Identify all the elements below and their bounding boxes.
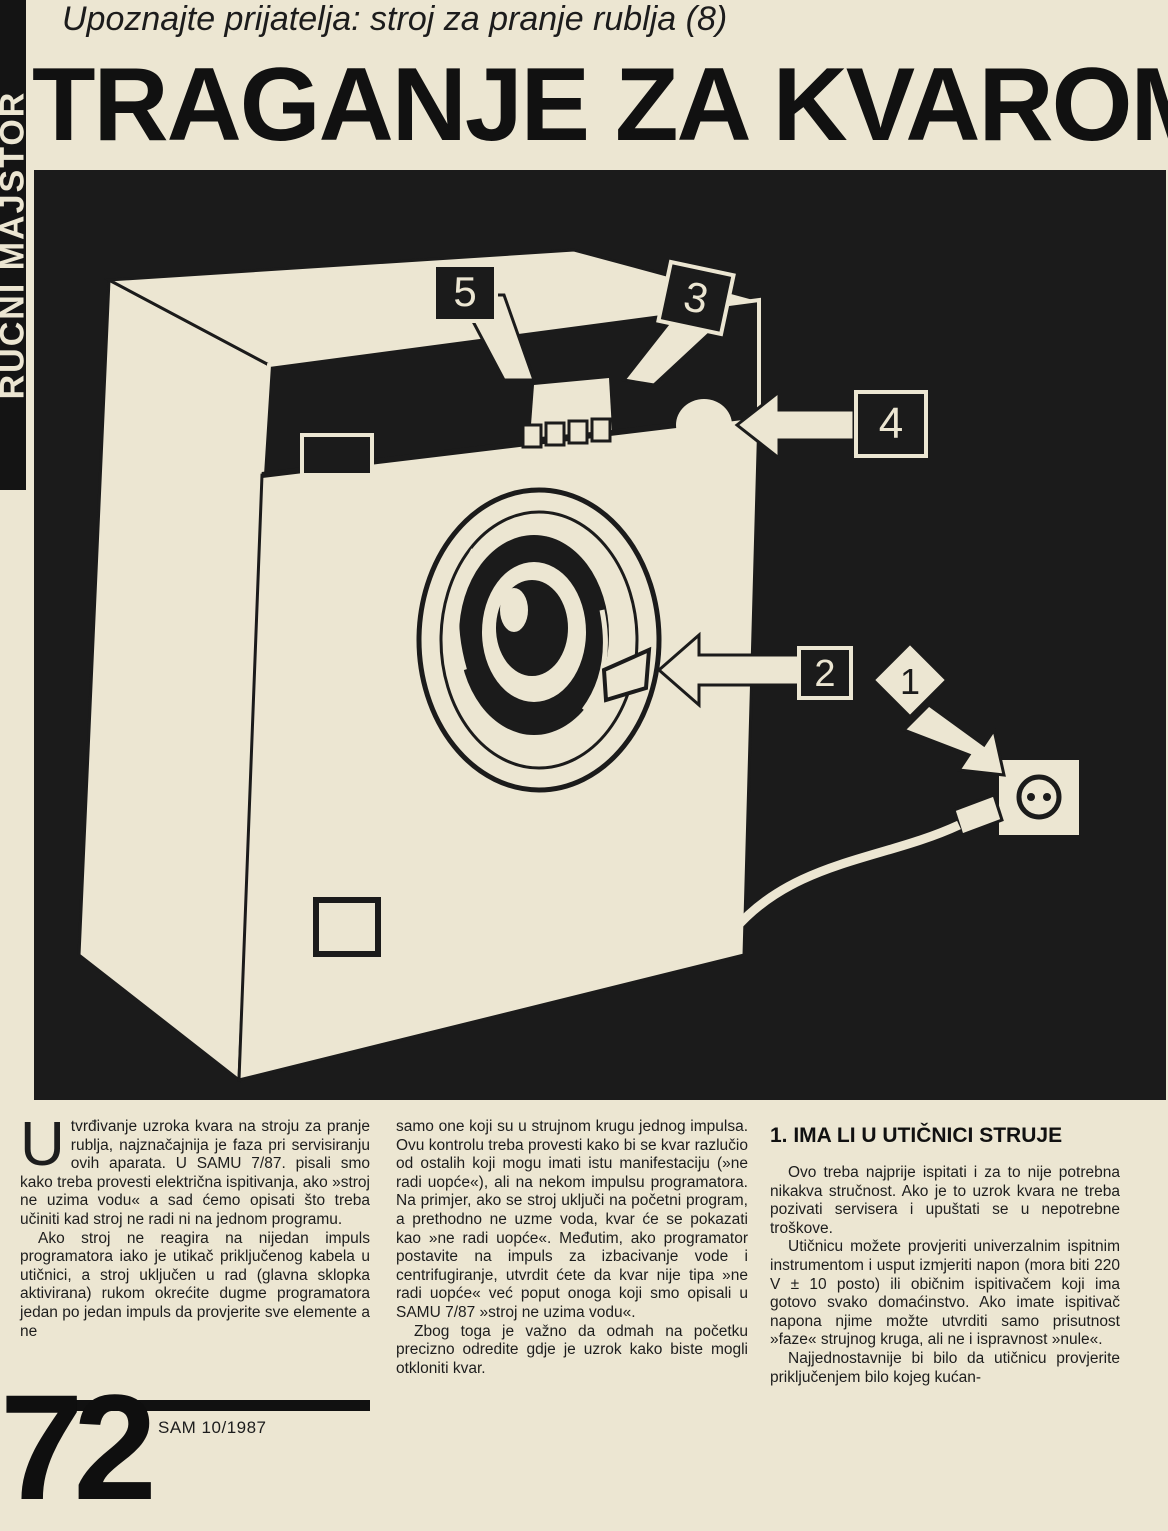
callout-3: 3: [656, 259, 736, 337]
paragraph: Utičnicu možete provjeriti univerzalnim …: [770, 1238, 1120, 1349]
paragraph: samo one koji su u strujnom krugu jednog…: [396, 1118, 748, 1321]
article-column-3: 1. IMA LI U UTIČNICI STRUJE Ovo treba na…: [770, 1124, 1120, 1387]
callout-2-label: 2: [814, 653, 835, 695]
footer-rule: [20, 1400, 370, 1411]
section-heading: 1. IMA LI U UTIČNICI STRUJE: [770, 1124, 1063, 1147]
callout-5: 5: [432, 263, 498, 323]
issue-label: SAM 10/1987: [158, 1418, 267, 1437]
article-headline: TRAGANJE ZA KVAROM: [32, 47, 1168, 163]
filter-hatch: [313, 897, 381, 957]
callout-5-label: 5: [453, 268, 476, 315]
paragraph: Zbog toga je važno da odmah na početku p…: [396, 1322, 748, 1377]
drop-cap: U: [20, 1110, 65, 1179]
washing-machine-illustration: 5 3 4 2 1: [34, 170, 1166, 1100]
power-knob: [676, 399, 732, 451]
porthole-door: [416, 487, 662, 793]
callout-4: 4: [854, 390, 928, 458]
callout-4-label: 4: [879, 399, 903, 448]
page-number: 72: [0, 1363, 157, 1531]
section-tab: RUČNI MAJSTOR: [0, 0, 26, 490]
paragraph: Ako stroj ne reagira na nijedan impuls p…: [20, 1229, 370, 1340]
detergent-drawer: [300, 433, 374, 477]
section-tab-label: RUČNI MAJSTOR: [0, 90, 26, 400]
callout-2: 2: [797, 646, 853, 700]
paragraph-text: tvrđivanje uzroka kvara na stroju za pra…: [20, 1118, 370, 1228]
callout-1-label: 1: [900, 661, 920, 702]
callout-1: 1: [871, 641, 949, 719]
program-selector: [521, 378, 612, 449]
paragraph: Ovo treba najprije ispitati i za to nije…: [770, 1164, 1120, 1237]
paragraph: Najjednostavnije bi bilo da utičnicu pro…: [770, 1349, 1120, 1386]
article-column-2: samo one koji su u strujnom krugu jednog…: [396, 1118, 748, 1378]
wall-socket: [730, 760, 1079, 933]
series-kicker: Upoznajte prijatelja: stroj za pranje ru…: [62, 0, 728, 38]
